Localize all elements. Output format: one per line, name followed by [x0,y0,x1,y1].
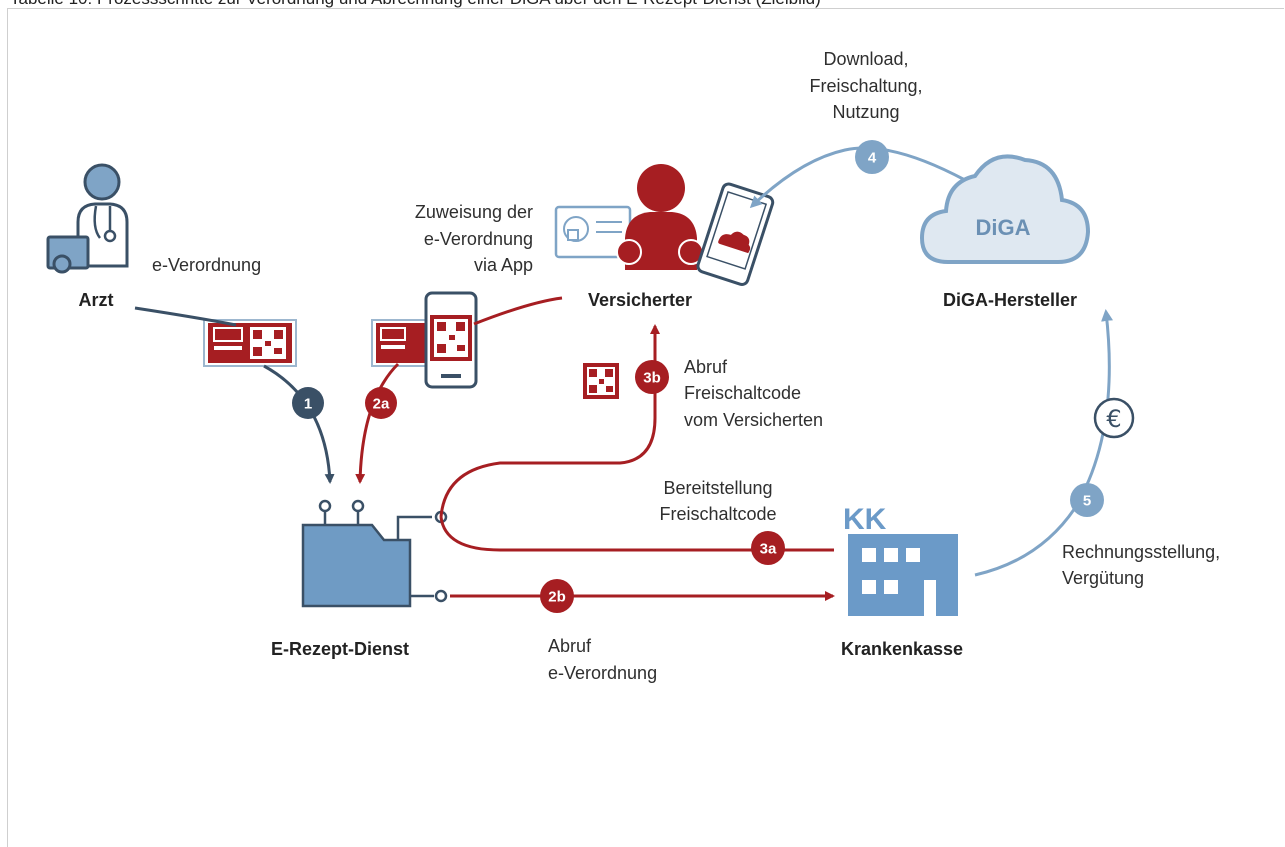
label-zuweisung-3: via App [474,255,533,275]
actor-hersteller: DiGA-Hersteller [943,290,1077,310]
step-label-4: 4 [868,150,877,167]
step-label-3b: 3b [643,370,661,387]
actor-arzt: Arzt [79,290,114,310]
top-caption: Tabelle 10: Prozessschritte zur Verordnu… [10,0,821,9]
step-label-2b: 2b [548,589,566,606]
top-caption-strip: Tabelle 10: Prozessschritte zur Verordnu… [0,0,1285,9]
step-badge-3b: 3b [635,360,669,394]
actor-erezept: E-Rezept-Dienst [271,639,409,659]
label-bereitstellung-1: Bereitstellung [663,478,772,498]
step-badge-2b: 2b [540,579,574,613]
insurance-card-icon [554,205,632,259]
label-download-1: Download, [823,49,908,69]
qr-code-icon [583,363,619,399]
euro-symbol: € [1106,405,1121,433]
doctor-icon [46,163,129,274]
label-zuweisung-1: Zuweisung der [415,202,533,222]
smartphone-icon [696,182,775,286]
label-zuweisung-2: e-Verordnung [424,229,533,249]
step-badge-4: 4 [855,140,889,174]
label-rechnung-1: Rechnungsstellung, [1062,542,1220,562]
label-abruf-verordnung-1: Abruf [548,636,592,656]
health-insurer-building-icon: KK [843,503,958,616]
label-download-3: Nutzung [832,102,899,122]
cloud-label: DiGA [976,215,1031,240]
label-abruf-code-2: Freischaltcode [684,383,801,403]
step-label-1: 1 [304,396,312,413]
label-abruf-code-1: Abruf [684,357,728,377]
kk-logo: KK [843,503,887,536]
step-badge-3a: 3a [751,531,785,565]
label-rechnung-2: Vergütung [1062,568,1144,588]
phone-prescription-icon [371,291,478,389]
insured-person-icon [616,164,704,270]
step-badge-5: 5 [1070,483,1104,517]
step-badge-1: 1 [292,387,324,419]
label-bereitstellung-2: Freischaltcode [659,504,776,524]
label-download-2: Freischaltung, [809,76,922,96]
euro-icon: € [1093,397,1135,439]
diga-cloud-icon: DiGA [919,154,1091,264]
diagram-frame [7,8,1284,847]
label-abruf-code-3: vom Versicherten [684,410,823,430]
erezept-folder-icon [301,499,448,608]
prescription-card-icon [203,319,297,367]
actor-krankenkasse: Krankenkasse [841,639,963,659]
step-label-2a: 2a [373,396,390,413]
step-label-3a: 3a [760,541,777,558]
step-label-5: 5 [1083,493,1091,510]
label-e-verordnung: e-Verordnung [152,255,261,275]
label-abruf-verordnung-2: e-Verordnung [548,663,657,683]
step-badge-2a: 2a [365,387,397,419]
actor-versicherter: Versicherter [588,290,692,310]
